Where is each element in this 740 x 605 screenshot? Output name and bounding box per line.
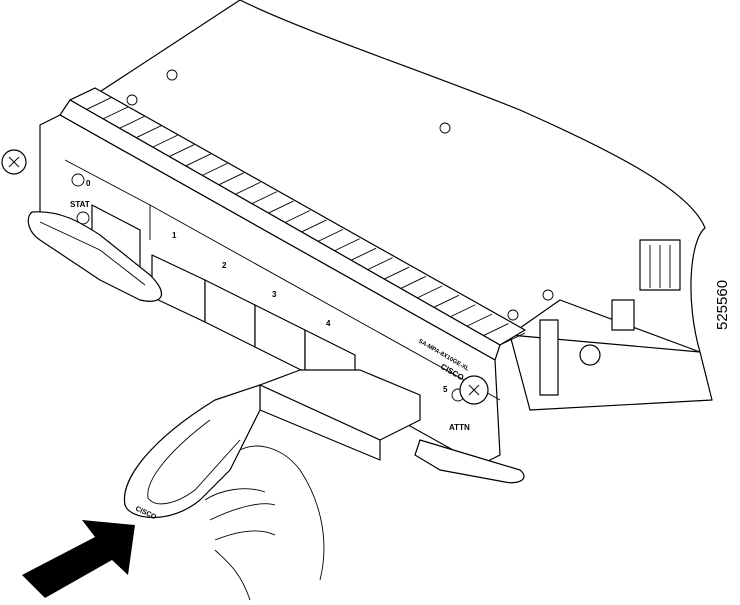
heatsink-fin: [235, 181, 261, 195]
ejector-handle-left: [27, 211, 163, 302]
heatsink-fin: [218, 172, 245, 186]
heatsink-fin: [86, 97, 112, 110]
label-port-2: 2: [222, 261, 227, 270]
heatsink-fin: [152, 134, 178, 148]
heatsink-fin: [119, 115, 145, 129]
card-top-cover: [94, 0, 706, 353]
hand-illustration: [204, 445, 325, 601]
heatsink-fin: [169, 144, 195, 157]
heatsink-fin: [466, 313, 493, 327]
heatsink-fin: [367, 257, 393, 271]
heatsink-fin: [69, 87, 96, 101]
heatsink-fin: [317, 228, 344, 242]
card-side-components: [509, 239, 713, 411]
heatsink-fins: [59, 87, 526, 361]
heatsink-fin: [268, 200, 294, 214]
sfp-module: [123, 369, 421, 519]
thumbscrews: [1, 149, 489, 405]
heatsink-fin: [350, 247, 377, 261]
heatsink-fin: [102, 106, 129, 120]
heatsink-fin: [384, 266, 410, 280]
ejector-handle-right: [414, 439, 525, 484]
heatsink-fin: [334, 238, 360, 252]
label-stat: STAT: [70, 200, 90, 209]
heatsink-fin: [400, 276, 426, 289]
heatsink-fin: [499, 332, 526, 346]
heatsink-fin: [417, 285, 443, 299]
heatsink-fin: [433, 294, 460, 308]
insert-arrow-icon: [22, 520, 135, 598]
heatsink-fin: [251, 191, 278, 205]
heatsink-fin: [135, 125, 162, 139]
label-port-4: 4: [326, 319, 331, 328]
heatsink-fin: [185, 153, 211, 167]
heatsink-fin: [483, 323, 509, 336]
label-port-0: 0: [86, 179, 91, 188]
heatsink-fin: [202, 162, 228, 176]
label-port-1: 1: [172, 231, 177, 240]
heatsink-fin: [450, 304, 476, 318]
label-port-3: 3: [272, 290, 277, 299]
heatsink-fin: [284, 210, 311, 223]
figure-id: 525560: [714, 279, 731, 330]
label-attn: ATTN: [449, 423, 470, 432]
heatsink-fin: [301, 219, 327, 233]
sfp-ports: [91, 204, 356, 398]
label-port-5: 5: [443, 385, 448, 394]
